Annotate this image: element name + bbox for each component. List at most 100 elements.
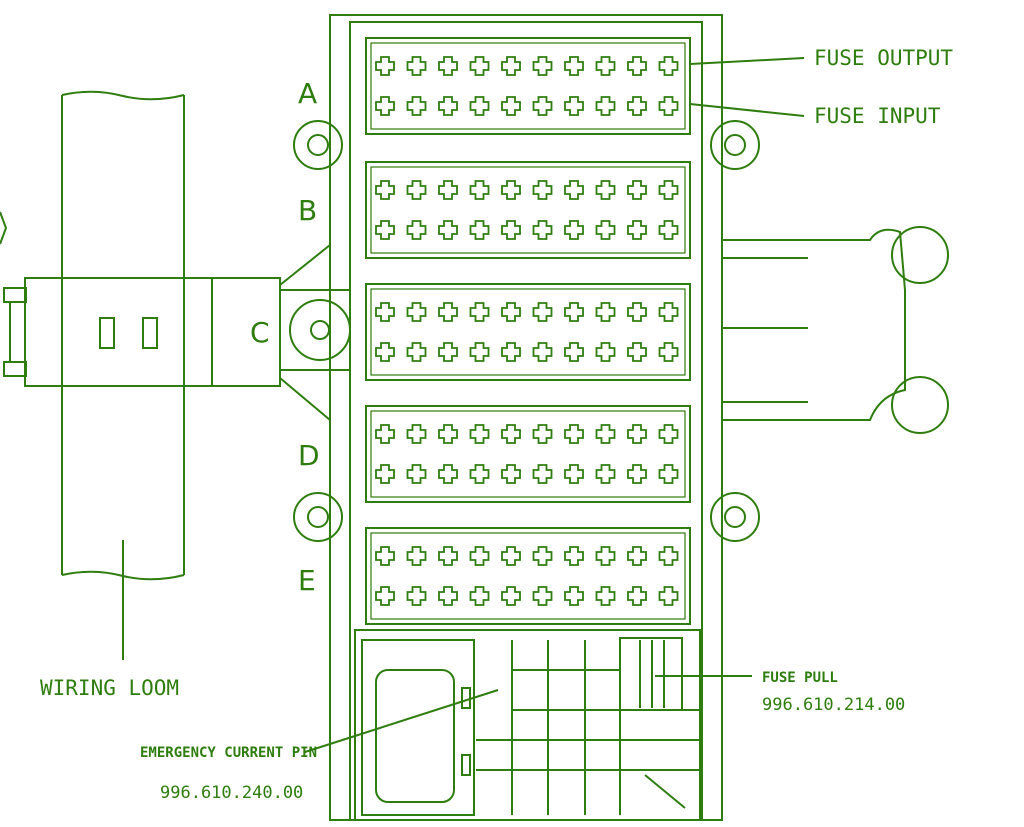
fuse-row-frame — [365, 405, 691, 503]
fuse-slot — [595, 464, 616, 484]
fuse-slot — [595, 424, 616, 444]
wiring-loom-label: WIRING LOOM — [40, 676, 179, 700]
fuse-row-inner — [370, 166, 686, 254]
fuse-slot — [469, 424, 490, 444]
fuse-slot — [658, 546, 679, 566]
fuse-slot — [532, 302, 553, 322]
fuse-slot — [532, 586, 553, 606]
fuse-row-frame — [365, 161, 691, 259]
fuse-slot — [501, 56, 521, 76]
fuse-slot — [438, 464, 458, 484]
fuse-slot — [438, 342, 458, 362]
fuse-row-c — [365, 283, 691, 381]
fuse-slot — [627, 180, 647, 200]
fuse-slot — [406, 96, 427, 116]
leader-lines — [304, 57, 805, 809]
fuse-slot — [469, 56, 490, 76]
fuse-slot — [658, 342, 679, 362]
fuse-slot — [627, 464, 647, 484]
fuse-slot — [469, 220, 490, 240]
fuse-slot — [438, 586, 458, 606]
row-label-d: D — [298, 439, 320, 472]
fuse-slot — [469, 464, 490, 484]
fuse-slot — [375, 302, 395, 322]
fuse-slot — [595, 586, 616, 606]
fuse-slot — [658, 464, 679, 484]
fuse-slot — [375, 546, 395, 566]
fuse-slot — [469, 180, 490, 200]
fuse-pull-part-number: 996.610.214.00 — [762, 695, 905, 715]
mounting-bracket — [722, 226, 949, 434]
fuse-slot — [627, 342, 647, 362]
fuse-slot — [595, 96, 616, 116]
fuse-slot — [501, 180, 521, 200]
fuse-slot — [595, 546, 616, 566]
fuse-slot — [438, 424, 458, 444]
fuse-slot — [406, 302, 427, 322]
fuse-slot — [406, 424, 427, 444]
fuse-slot — [564, 464, 584, 484]
fuse-slot — [658, 180, 679, 200]
fuse-row-a — [365, 37, 691, 135]
fuse-slot — [627, 220, 647, 240]
fuse-slot — [375, 220, 395, 240]
fuse-slot — [406, 464, 427, 484]
fuse-slot — [406, 546, 427, 566]
fuse-slot — [658, 96, 679, 116]
fuse-slot — [564, 586, 584, 606]
fuse-rows — [365, 37, 691, 625]
fuse-slot — [564, 220, 584, 240]
fuse-slot — [564, 302, 584, 322]
fuse-slot — [501, 342, 521, 362]
fuse-slot — [375, 180, 395, 200]
fuse-row-inner — [370, 532, 686, 620]
fuse-slot — [658, 56, 679, 76]
fuse-row-d — [365, 405, 691, 503]
fuse-slot — [406, 56, 427, 76]
row-label-b: B — [298, 194, 317, 227]
fuse-output-label: FUSE OUTPUT — [814, 46, 953, 70]
fuse-slot — [501, 546, 521, 566]
fuse-slot — [438, 180, 458, 200]
fuse-slot — [627, 302, 647, 322]
fuse-slot — [532, 96, 553, 116]
fuse-slot — [501, 96, 521, 116]
fuse-slot — [564, 424, 584, 444]
fuse-box-housing — [293, 14, 760, 821]
fuse-slot — [532, 342, 553, 362]
fuse-slot — [375, 96, 395, 116]
fuse-slot — [438, 302, 458, 322]
row-label-a: A — [298, 77, 317, 110]
fuse-slot — [658, 220, 679, 240]
fuse-slot — [375, 464, 395, 484]
fuse-slot — [658, 302, 679, 322]
fuse-slot — [375, 586, 395, 606]
fuse-slot — [627, 96, 647, 116]
fuse-slot — [501, 586, 521, 606]
fuse-slot — [658, 586, 679, 606]
fuse-slot — [501, 302, 521, 322]
fuse-slot — [532, 180, 553, 200]
fuse-slot — [627, 424, 647, 444]
fuse-slot — [658, 424, 679, 444]
wiring-loom — [0, 90, 185, 660]
fuse-slot — [438, 96, 458, 116]
fuse-slot — [406, 586, 427, 606]
fuse-slot — [406, 342, 427, 362]
fuse-row-inner — [370, 288, 686, 376]
fuse-slot — [375, 424, 395, 444]
fuse-slot — [595, 220, 616, 240]
fuse-slot — [627, 56, 647, 76]
loom-connector — [3, 244, 351, 421]
fuse-slot — [438, 56, 458, 76]
fuse-slot — [375, 342, 395, 362]
fuse-slot — [469, 546, 490, 566]
fuse-slot — [501, 464, 521, 484]
fuse-slot — [532, 424, 553, 444]
row-label-c: C — [250, 316, 270, 349]
fuse-input-label: FUSE INPUT — [814, 104, 941, 128]
fuse-row-inner — [370, 410, 686, 498]
fuse-slot — [564, 546, 584, 566]
